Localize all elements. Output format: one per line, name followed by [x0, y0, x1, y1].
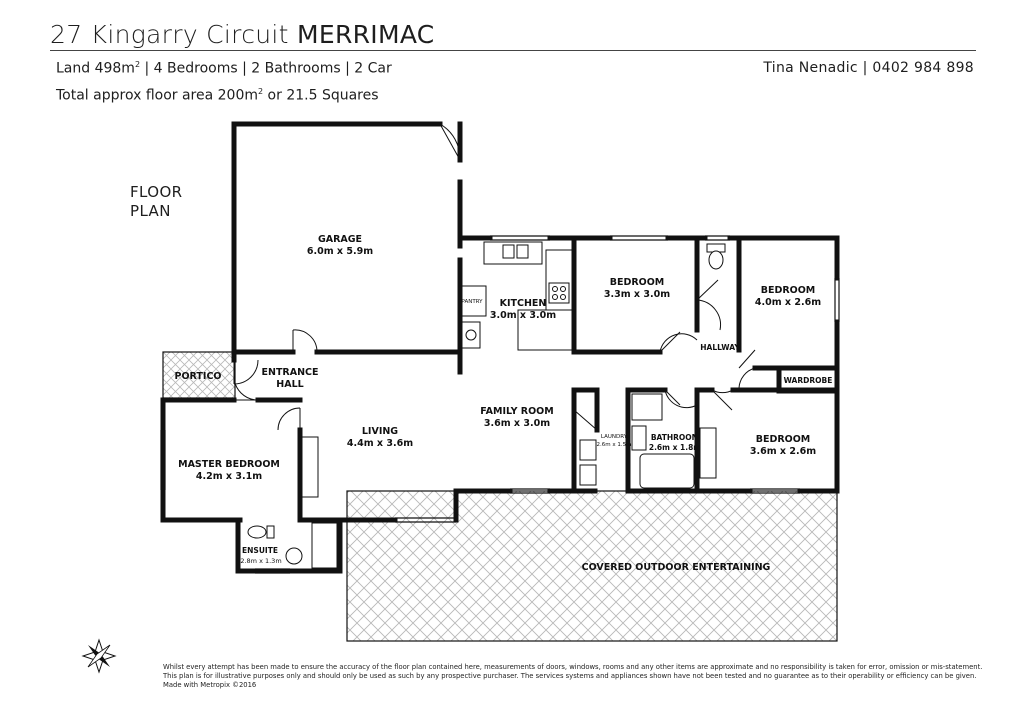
- suburb: MERRIMAC: [296, 20, 435, 49]
- rooms-summary: | 4 Bedrooms | 2 Bathrooms | 2 Car: [140, 60, 392, 77]
- agent-contact: Tina Nenadic | 0402 984 898: [763, 60, 974, 76]
- shower-icon: [631, 393, 663, 421]
- floor-area: Total approx floor area 200m2 or 21.5 Sq…: [56, 87, 379, 104]
- header-divider: [50, 50, 976, 51]
- disclaimer-line-1: Whilst every attempt has been made to en…: [163, 663, 983, 671]
- walls: [160, 121, 840, 574]
- doors: [233, 123, 756, 431]
- sink-icon-ensuite: [285, 547, 303, 565]
- family-room-label: FAMILY ROOM: [480, 406, 553, 417]
- street-address: 27 Kingarry Circuit: [50, 20, 289, 49]
- bedroom-3-label: BEDROOM: [761, 285, 816, 296]
- bedroom-4-label: BEDROOM: [756, 434, 811, 445]
- floor-area-squares: or 21.5 Squares: [263, 87, 379, 104]
- outdoor-area: [346, 490, 838, 642]
- bathroom-size: 2.6m x 1.8m: [649, 443, 701, 452]
- pantry-label: PANTRY: [461, 299, 483, 305]
- master-bedroom-label: MASTER BEDROOM: [178, 459, 280, 470]
- toilet-icon-ensuite: [247, 525, 267, 539]
- living-label: LIVING: [362, 426, 398, 437]
- entrance-label-2: HALL: [276, 379, 303, 390]
- laundry-machine: [579, 464, 597, 486]
- garage-size: 6.0m x 5.9m: [307, 246, 373, 257]
- wardrobe-label: WARDROBE: [784, 376, 833, 385]
- portico-label: PORTICO: [175, 371, 222, 382]
- toilet-cistern-ensuite: [266, 525, 275, 539]
- portico-area: [162, 351, 236, 399]
- laundry-size: 2.6m x 1.5m: [597, 442, 632, 448]
- stove-icon: [548, 282, 570, 304]
- family-room-size: 3.6m x 3.0m: [484, 418, 550, 429]
- floor-plan-label: FLOOR PLAN: [130, 183, 183, 220]
- robe-bed4: [699, 427, 717, 479]
- outdoor-label: COVERED OUTDOOR ENTERTAINING: [582, 562, 771, 573]
- kitchen-island: [517, 309, 573, 351]
- land-size: Land 498m: [56, 60, 135, 77]
- disclaimer-line-3: Made with Metropix ©2016: [163, 681, 257, 689]
- floor-area-sup: 2: [258, 87, 264, 96]
- robe-master: [301, 436, 319, 498]
- floor-area-value: Total approx floor area 200m: [56, 87, 259, 104]
- sink-icon: [502, 244, 515, 259]
- master-bedroom-size: 4.2m x 3.1m: [196, 471, 262, 482]
- entrance-label-1: ENTRANCE: [262, 367, 319, 378]
- kitchen-size: 3.0m x 3.0m: [490, 310, 556, 321]
- windows: [160, 235, 840, 574]
- sink-icon-2: [516, 244, 529, 259]
- laundry-label: LAUNDRY: [601, 434, 628, 440]
- bathroom-label: BATHROOM: [651, 433, 699, 442]
- shower-icon-ensuite: [311, 522, 338, 569]
- laundry-tub: [579, 439, 597, 461]
- bedroom-2-label: BEDROOM: [610, 277, 665, 288]
- property-features: Land 498m2 | 4 Bedrooms | 2 Bathrooms | …: [56, 60, 392, 77]
- washer-icon: [465, 329, 477, 341]
- bathtub-icon: [639, 453, 695, 489]
- land-unit-sup: 2: [134, 60, 141, 69]
- vanity: [631, 425, 647, 451]
- bedroom-2-size: 3.3m x 3.0m: [604, 289, 670, 300]
- disclaimer-line-2: This plan is for illustrative purposes o…: [163, 672, 977, 680]
- toilet-icon: [708, 250, 724, 270]
- living-size: 4.4m x 3.6m: [347, 438, 413, 449]
- compass-icon: [81, 638, 117, 674]
- bedroom-4-size: 3.6m x 2.6m: [750, 446, 816, 457]
- disclaimer: Whilst every attempt has been made to en…: [163, 663, 983, 690]
- fixtures: [247, 241, 726, 569]
- property-address: 27 Kingarry Circuit MERRIMAC: [50, 20, 435, 49]
- ensuite-size: 2.8m x 1.3m: [240, 557, 281, 565]
- pantry-box: [461, 285, 487, 317]
- hallway-label: HALLWAY: [700, 343, 740, 352]
- ensuite-label: ENSUITE: [242, 546, 278, 555]
- garage-label: GARAGE: [318, 234, 362, 245]
- kitchen-label: KITCHEN: [500, 298, 547, 309]
- bedroom-3-size: 4.0m x 2.6m: [755, 297, 821, 308]
